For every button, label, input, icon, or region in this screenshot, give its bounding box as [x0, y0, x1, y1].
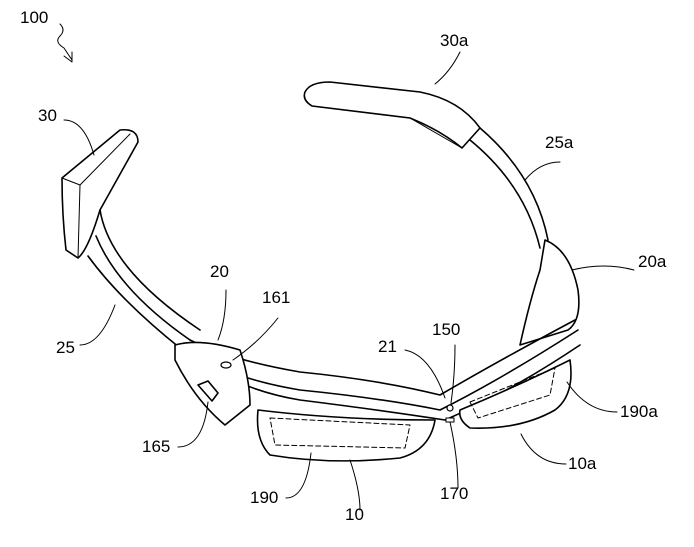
label-20a: 20a	[638, 252, 667, 271]
button-165	[197, 380, 219, 402]
label-170: 170	[440, 484, 469, 503]
left-band	[87, 209, 201, 349]
right-housing	[519, 239, 580, 346]
left-temple-tip	[61, 128, 139, 259]
label-10a: 10a	[568, 454, 597, 473]
left-housing	[174, 341, 251, 426]
label-10: 10	[345, 505, 364, 524]
label-21: 21	[378, 337, 397, 356]
sensor-161	[220, 361, 232, 369]
label-25a: 25a	[545, 133, 574, 152]
reference-arrow	[57, 23, 73, 61]
right-display	[469, 367, 556, 419]
label-25: 25	[56, 338, 75, 357]
right-band	[469, 127, 549, 249]
sensor-150	[446, 404, 454, 412]
label-190a: 190a	[620, 402, 658, 421]
sensor-170	[445, 417, 455, 423]
label-20: 20	[210, 262, 229, 281]
label-30: 30	[38, 106, 57, 125]
right-lens	[458, 359, 572, 429]
left-display	[269, 417, 411, 449]
label-150: 150	[432, 320, 461, 339]
right-temple-tip	[303, 81, 481, 149]
label-100: 100	[20, 8, 49, 27]
label-165: 165	[142, 437, 171, 456]
label-190: 190	[250, 488, 279, 507]
label-30a: 30a	[440, 31, 469, 50]
left-lens	[256, 409, 436, 462]
label-161: 161	[262, 288, 291, 307]
